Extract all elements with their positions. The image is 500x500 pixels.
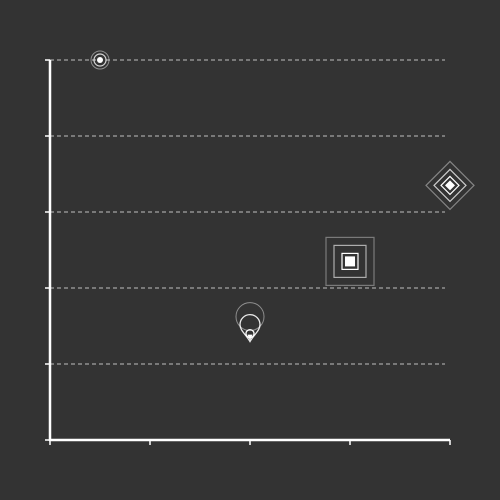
data-point-nested-squares	[325, 236, 375, 286]
axes	[45, 59, 451, 445]
marker-diamond-3	[440, 175, 460, 196]
marker-diamond-1	[425, 160, 475, 211]
marker-ring-outer	[90, 50, 110, 70]
marker-diamond-fill	[445, 180, 455, 191]
data-point-map-pin	[235, 302, 265, 343]
data-point-ringed-dot	[90, 50, 110, 70]
marker-square-fill	[345, 256, 355, 267]
grid-lines	[50, 59, 445, 365]
data-point-nested-diamonds	[425, 160, 475, 211]
marker-pin-body	[239, 313, 261, 343]
marker-dot	[97, 57, 103, 63]
marker-pin-tip	[247, 334, 253, 341]
marker-ring-inner	[93, 53, 107, 67]
marker-diamond-2	[433, 168, 467, 203]
marker-square-1	[325, 236, 375, 286]
marker-square-2	[333, 244, 367, 278]
marker-pin-halo	[235, 302, 265, 332]
marker-square-3	[341, 252, 359, 270]
data-points	[90, 50, 475, 343]
